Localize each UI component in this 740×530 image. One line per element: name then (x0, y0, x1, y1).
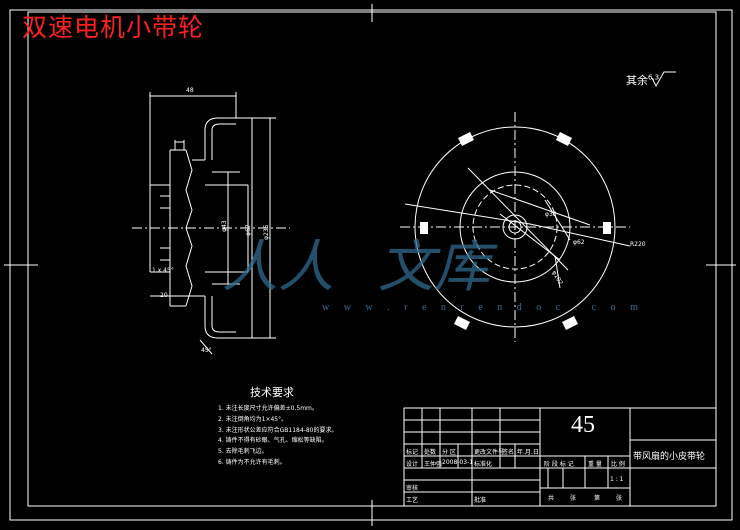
sheet-frame (4, 4, 736, 526)
tb-approve-label: 批准 (474, 497, 487, 504)
tb-rev-header: 标记 (406, 449, 419, 456)
tb-design-date: 2008-03-1 (442, 459, 474, 466)
tb-rev-header: 分 区 (442, 449, 456, 456)
pulley-circular-view (400, 112, 631, 342)
section-dimension-labels: 48 20 1 x 45° φ43 φ67 φ235 45° (152, 87, 270, 354)
watermark-text-a: 人人 (222, 235, 334, 300)
watermark-url: w w w . r e n r e n d o c . c o m (322, 302, 644, 313)
part-name: 带风扇的小皮带轮 (633, 452, 706, 462)
tb-rev-header: 签名 (502, 449, 515, 456)
tb-check-label: 审核 (406, 485, 419, 492)
roughness-value: 6.3 (648, 73, 660, 82)
tech-requirement-item: 3. 未注形状公差应符合GB1184-80的要求。 (218, 426, 338, 434)
tb-rev-header: 年.月.日 (517, 449, 539, 456)
tb-stage-header: 阶 段 标 记 (544, 461, 574, 468)
fan-blade-tips (420, 132, 611, 330)
tb-rev-header: 更改文件号 (474, 449, 505, 456)
drawing-number: 45 (571, 412, 595, 438)
circular-dimension-labels: φ38 φ62 φ102 R220 (545, 211, 646, 287)
dim-bottom-width: 20 (160, 292, 168, 299)
drawing-banner: 双速电机小带轮 (22, 13, 205, 42)
roughness-symbol (651, 71, 676, 88)
title-block-frame (403, 407, 717, 507)
tb-standardization: 标准化 (474, 461, 493, 468)
tb-weight-header: 重 量 (588, 461, 602, 468)
tb-sheet-no-label: 第 (594, 495, 601, 502)
tb-sheet-total-label: 共 (548, 495, 555, 502)
roughness-note: 其余6.3 (626, 72, 659, 88)
tech-requirement-item: 5. 去除毛刺飞边。 (218, 448, 268, 456)
tb-sheet-unit: 张 (570, 495, 577, 502)
tech-requirement-item: 1. 未注长度尺寸允许偏差±0.5mm。 (218, 405, 318, 412)
tb-designer: 王仲强 (424, 461, 443, 468)
dim-dia-43: φ43 (221, 220, 228, 232)
dim-angle: 45° (201, 347, 212, 354)
tech-requirement-item: 6. 铸件为不允许有毛刺。 (218, 458, 286, 466)
roughness-label: 其余 (626, 74, 648, 87)
dim-dia-235: φ235 (263, 224, 270, 240)
pulley-section-view (132, 92, 290, 355)
dim-r220: R220 (630, 241, 646, 248)
tech-requirements-title: 技术要求 (250, 386, 294, 399)
tech-requirement-item: 2. 未注倒角均为1×45°。 (218, 415, 288, 423)
dim-dia-67: φ67 (245, 224, 252, 236)
tb-scale-value: 1 : 1 (610, 476, 624, 483)
dim-dia-38: φ38 (545, 211, 557, 218)
tb-design-label: 设计 (406, 461, 419, 468)
dim-dia-102: φ102 (550, 270, 564, 287)
tech-requirement-item: 4. 铸件不得有砂眼、气孔、缩松等缺陷。 (218, 437, 328, 445)
tb-scale-header: 比 例 (611, 461, 625, 468)
tb-process-label: 工艺 (406, 497, 419, 504)
dim-dia-62: φ62 (573, 239, 585, 246)
dim-top-width: 48 (186, 87, 194, 94)
tb-rev-header: 处数 (424, 449, 437, 456)
watermark-text-b: 文库 (378, 235, 490, 300)
tech-requirements-list: 1. 未注长度尺寸允许偏差±0.5mm。 2. 未注倒角均为1×45°。 3. … (218, 404, 337, 469)
dim-chamfer: 1 x 45° (152, 267, 174, 274)
tb-sheet-unit: 张 (616, 495, 623, 502)
